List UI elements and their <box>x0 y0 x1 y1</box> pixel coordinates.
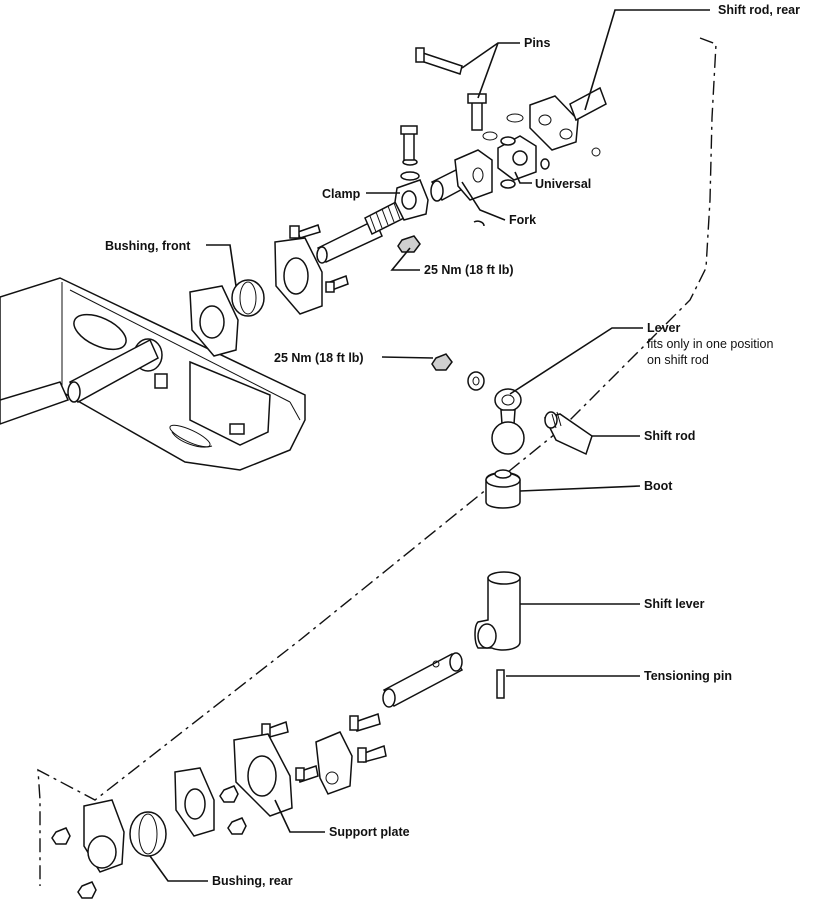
label-universal: Universal <box>535 177 591 191</box>
lever <box>491 388 525 455</box>
rear-bracket <box>261 713 387 795</box>
label-pins: Pins <box>524 36 550 50</box>
label-tensioning-pin: Tensioning pin <box>644 669 732 683</box>
pins <box>415 47 524 141</box>
label-fork: Fork <box>509 213 536 227</box>
label-lever-note-line-2: on shift rod <box>647 353 709 367</box>
bushing-front-assembly <box>189 237 323 357</box>
bushing-rear-assembly <box>83 767 215 873</box>
torque-nut <box>431 353 453 371</box>
shift-lever <box>474 571 521 651</box>
label-shift-rod: Shift rod <box>644 429 695 443</box>
label-torque-upper: 25 Nm (18 ft lb) <box>424 263 514 277</box>
tensioning-pin <box>496 669 505 699</box>
label-bushing-rear: Bushing, rear <box>212 874 293 888</box>
clamp <box>394 125 429 221</box>
threaded-rod <box>316 198 410 264</box>
fork <box>430 149 493 227</box>
label-shift-rod-rear: Shift rod, rear <box>718 3 800 17</box>
label-torque-middle: 25 Nm (18 ft lb) <box>274 351 364 365</box>
support-plate <box>233 733 293 817</box>
middle-rod <box>382 652 464 708</box>
boot <box>485 469 521 509</box>
front-shift-rod-shaft <box>0 338 159 425</box>
leader-lines <box>149 9 710 882</box>
label-lever: Lever <box>647 321 680 335</box>
spacer-ring <box>467 371 485 391</box>
label-support-plate: Support plate <box>329 825 410 839</box>
label-boot: Boot <box>644 479 673 493</box>
shift-rod-short <box>543 411 593 456</box>
transmission-housing <box>0 277 306 471</box>
label-shift-lever: Shift lever <box>644 597 705 611</box>
rear-nuts <box>51 785 247 899</box>
universal-joint <box>497 135 601 189</box>
clamp-nut <box>397 235 421 253</box>
front-plate-bolts <box>289 224 349 293</box>
label-clamp: Clamp <box>322 187 361 201</box>
label-bushing-front: Bushing, front <box>105 239 191 253</box>
shift-rod-rear <box>529 86 607 151</box>
label-lever-note-line-1: fits only in one position <box>647 337 774 351</box>
